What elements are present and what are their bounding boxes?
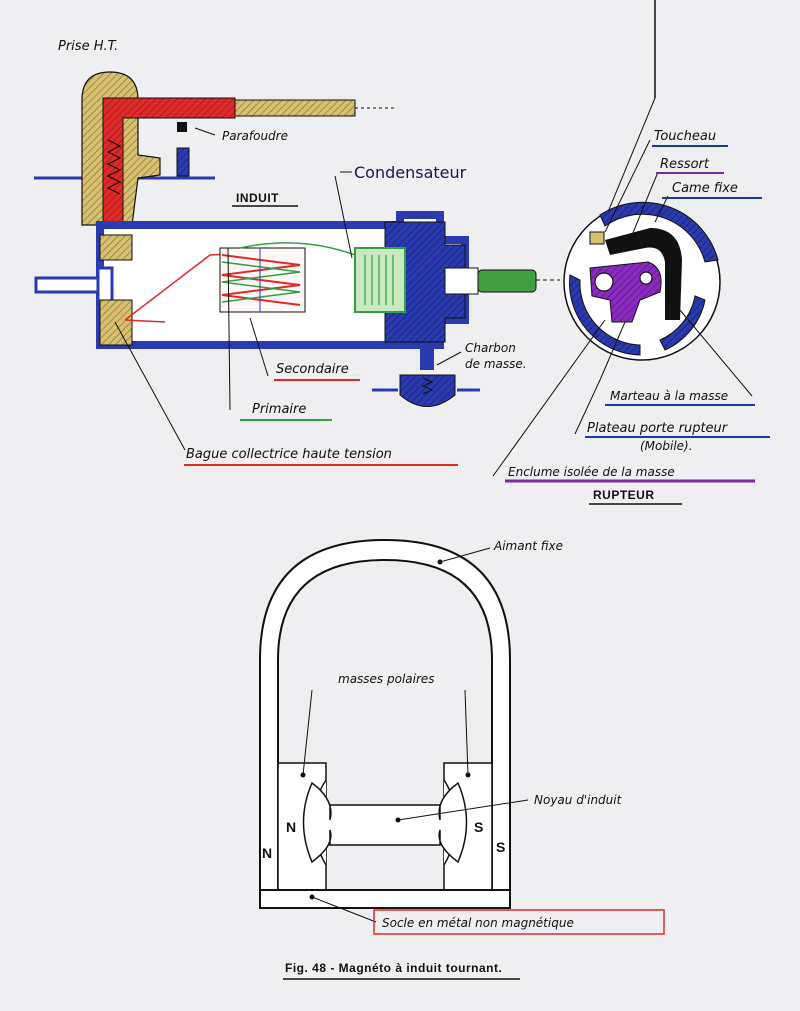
label-plateau-2: (Mobile).	[640, 439, 693, 453]
condensateur-part	[239, 242, 406, 313]
ht-cable	[234, 99, 356, 117]
rupteur-section: Toucheau Ressort Came fixe Marteau à la …	[492, 0, 770, 505]
label-ressort: Ressort	[660, 157, 710, 172]
charbon-de-masse	[372, 345, 480, 407]
label-noyau: Noyau d'induit	[534, 793, 623, 807]
pole-n-outer: N	[262, 845, 272, 861]
contact-rod	[477, 269, 537, 293]
collector-ring	[99, 234, 133, 346]
induit-shaft	[34, 276, 108, 294]
label-charbon-1: Charbon	[465, 341, 516, 355]
label-toucheau: Toucheau	[654, 129, 716, 144]
label-aimant: Aimant fixe	[493, 539, 563, 553]
label-charbon-2: de masse.	[465, 357, 527, 371]
label-enclume: Enclume isolée de la masse	[508, 465, 675, 479]
magnet-section: N N S S Aimant fixe masses polaires Noya…	[259, 538, 665, 935]
label-socle: Socle en métal non magnétique	[382, 916, 574, 930]
pole-n-inner: N	[286, 819, 296, 835]
noyau-induit	[302, 781, 468, 864]
parafoudre-tip	[177, 122, 187, 132]
label-bague: Bague collectrice haute tension	[186, 447, 392, 462]
socle-label-box	[373, 909, 665, 935]
label-parafoudre: Parafoudre	[222, 129, 288, 143]
coil-windings	[219, 247, 306, 313]
pole-s-inner: S	[474, 819, 483, 835]
socle	[259, 889, 511, 909]
label-plateau-1: Plateau porte rupteur	[587, 421, 729, 436]
label-came-fixe: Came fixe	[672, 181, 738, 196]
label-condensateur: Condensateur	[354, 163, 467, 182]
ht-conductor	[102, 97, 236, 236]
marteau	[605, 228, 682, 320]
pole-s-outer: S	[496, 839, 505, 855]
label-rupteur: RUPTEUR	[593, 488, 655, 502]
label-marteau: Marteau à la masse	[610, 389, 728, 403]
label-secondaire: Secondaire	[276, 362, 349, 377]
label-primaire: Primaire	[252, 402, 306, 417]
label-masses: masses polaires	[338, 672, 435, 686]
ht-spring	[106, 139, 122, 195]
label-induit: INDUIT	[236, 191, 279, 205]
label-prise-ht: Prise H.T.	[58, 39, 118, 54]
figure-caption: Fig. 48 - Magnéto à induit tournant.	[285, 961, 502, 975]
induit-section: Prise H.T. Parafoudre INDUIT Condensateu…	[34, 39, 560, 466]
